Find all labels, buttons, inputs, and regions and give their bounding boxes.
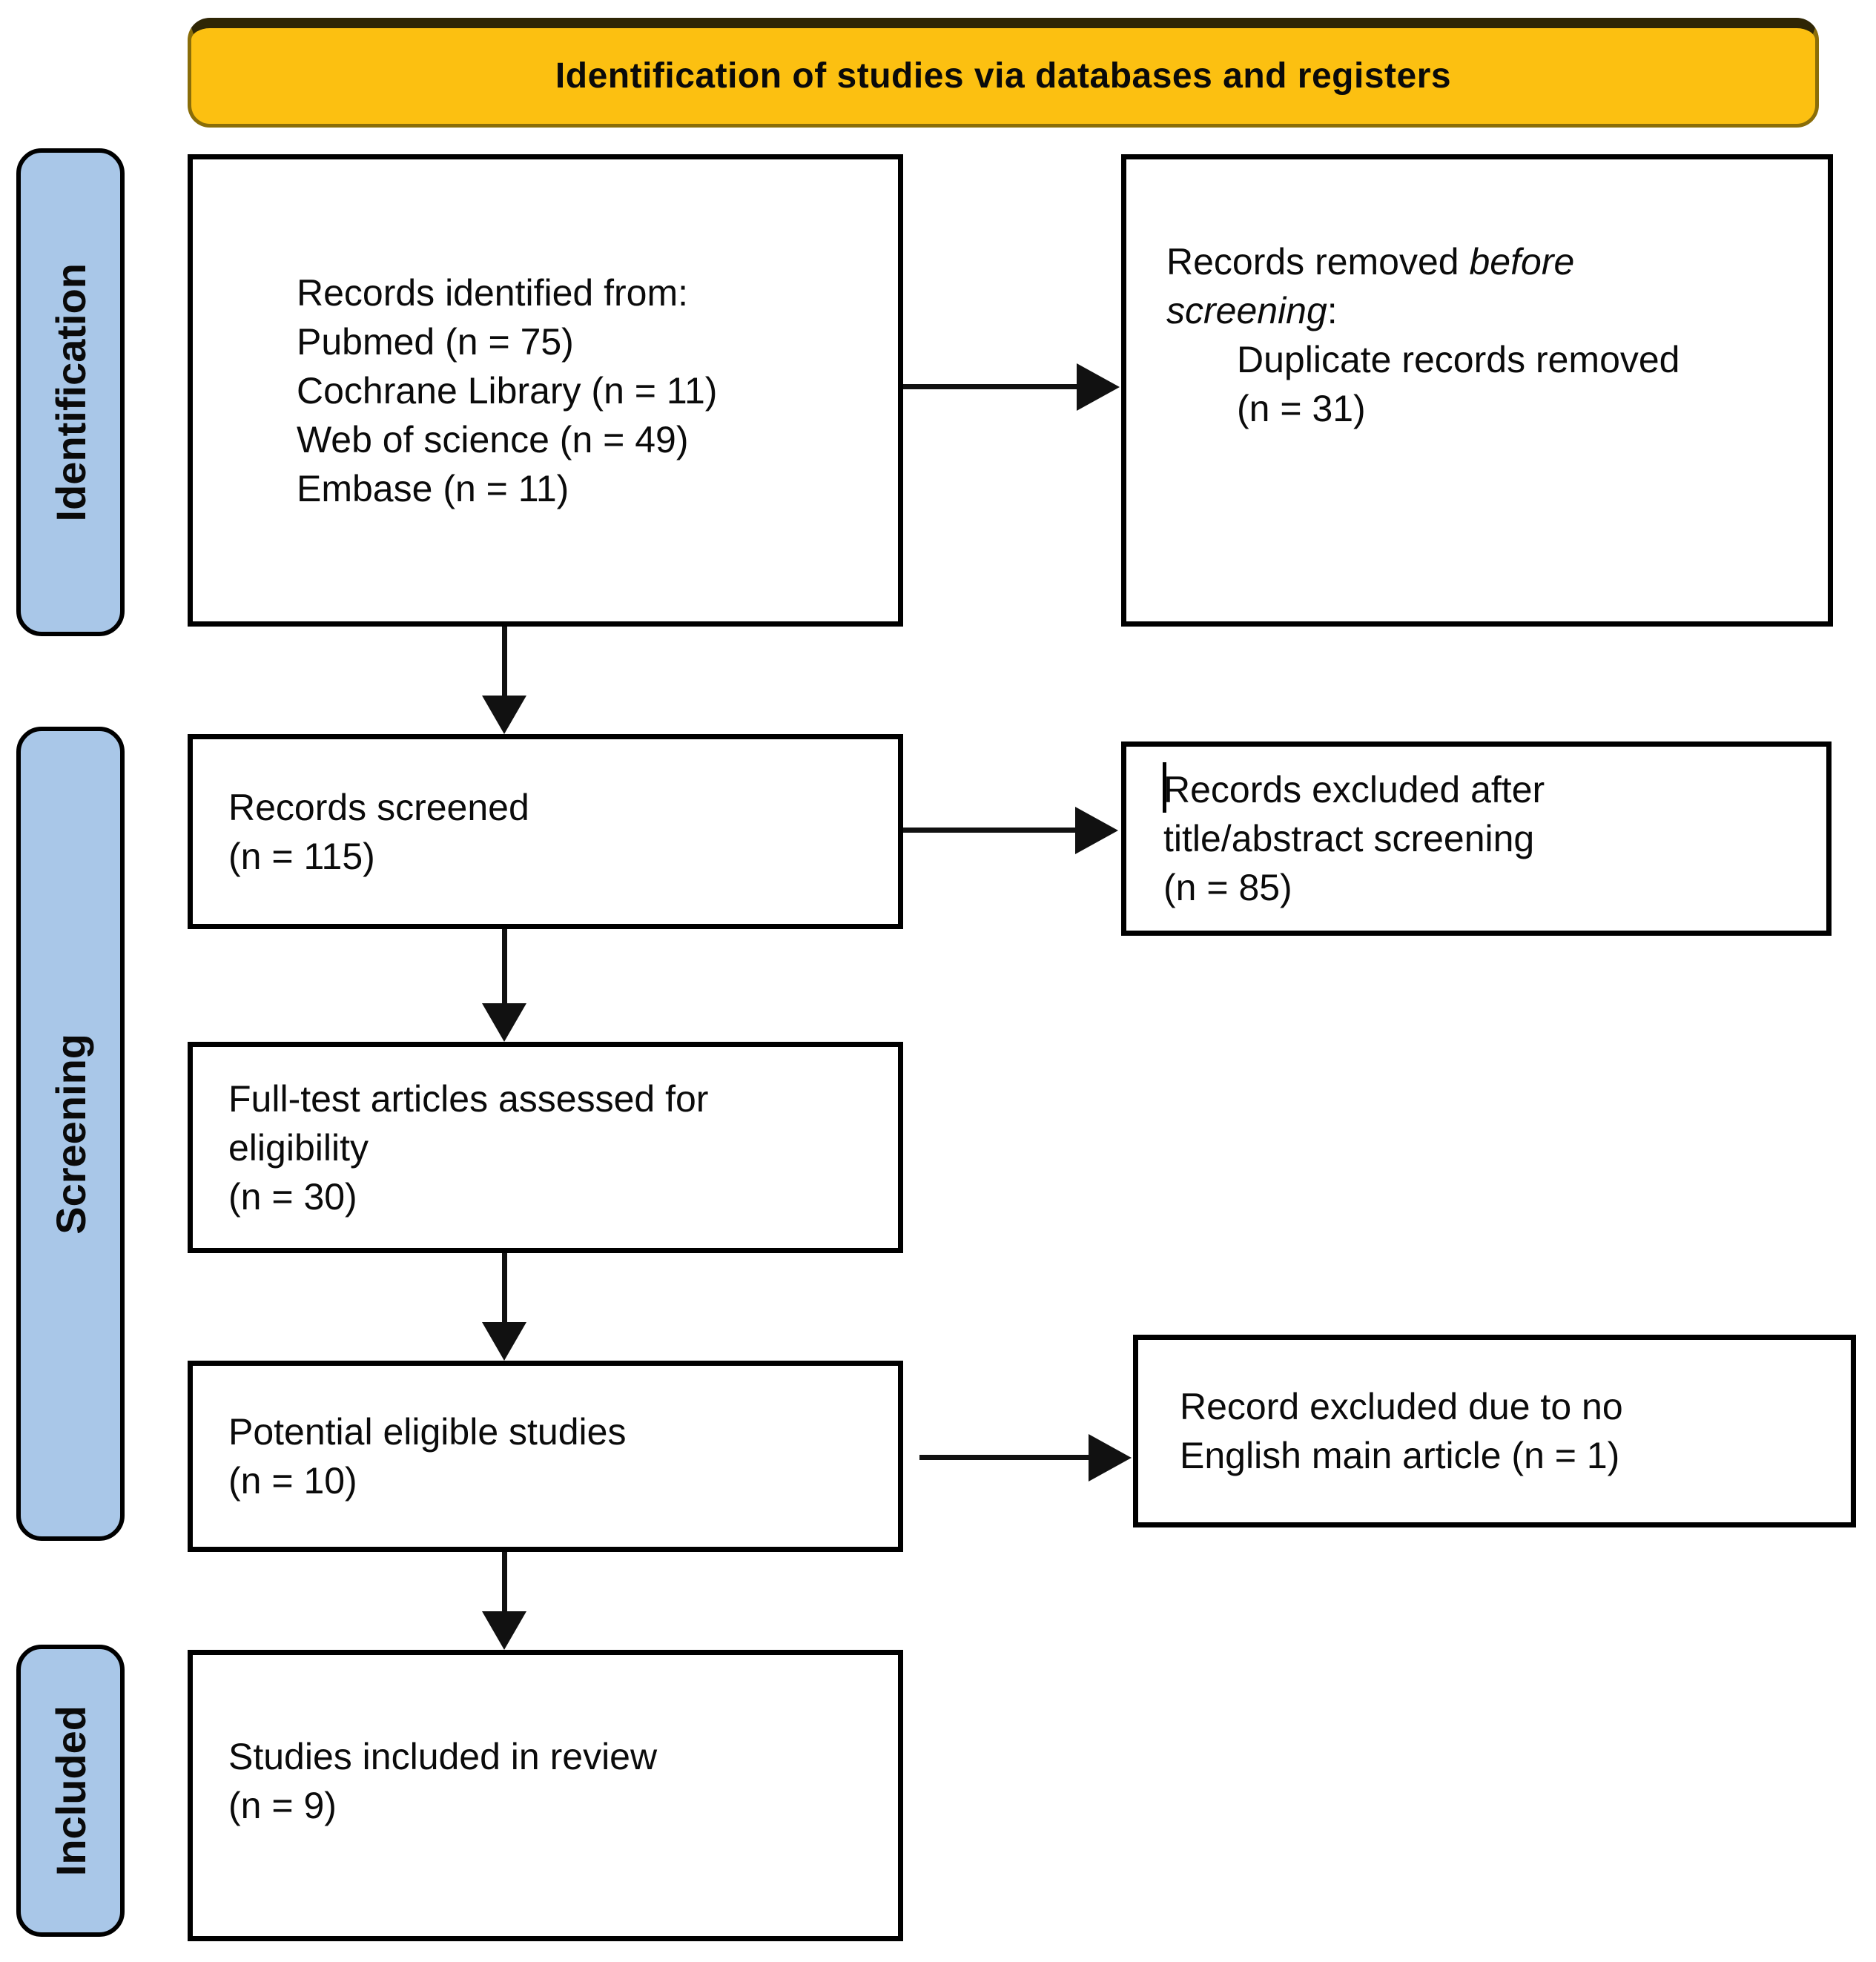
banner: Identification of studies via databases … <box>188 18 1819 128</box>
connector-line <box>903 828 1075 833</box>
phase-label-screening: Screening <box>16 727 125 1541</box>
box-records-identified-line: Pubmed (n = 75) <box>297 320 574 363</box>
arrowhead-down-icon <box>482 696 526 734</box>
box-studies-included: Studies included in review (n = 9) <box>188 1650 903 1941</box>
box-records-excluded-screening: Records excluded after title/abstract sc… <box>1121 741 1832 936</box>
phase-label-included: Included <box>16 1645 125 1937</box>
box-records-removed-line: (n = 31) <box>1237 387 1366 429</box>
arrowhead-down-icon <box>482 1003 526 1042</box>
box-fulltext-assessed-line: eligibility <box>228 1126 369 1169</box>
box-records-identified-line: Cochrane Library (n = 11) <box>297 369 718 412</box>
box-record-excluded-english-line: Record excluded due to no <box>1180 1386 1623 1427</box>
box-records-removed-italic: before <box>1469 240 1575 283</box>
arrowhead-right-icon <box>1075 807 1118 854</box>
box-potential-eligible-line: (n = 10) <box>228 1460 357 1502</box>
box-records-removed-text: : <box>1327 289 1338 331</box>
box-records-removed-line: Duplicate records removed <box>1237 338 1680 380</box>
box-records-identified-line: Embase (n = 11) <box>297 467 569 509</box>
box-records-identified-line: Web of science (n = 49) <box>297 418 689 460</box>
box-records-excluded-screening-line: (n = 85) <box>1163 867 1292 908</box>
box-fulltext-assessed-line: Full-test articles assessed for <box>228 1077 709 1120</box>
box-fulltext-assessed-line: (n = 30) <box>228 1175 357 1218</box>
box-records-screened: Records screened (n = 115) <box>188 734 903 929</box>
box-records-identified-line: Records identified from: <box>297 271 689 314</box>
box-records-screened-line: Records screened <box>228 786 529 828</box>
box-studies-included-line: (n = 9) <box>228 1784 337 1826</box>
text-cursor-artifact <box>1163 762 1166 813</box>
phase-label-screening-text: Screening <box>47 1033 94 1235</box>
box-records-removed: Records removed before screening: Duplic… <box>1121 154 1833 627</box>
box-record-excluded-english-line: English main article (n = 1) <box>1180 1435 1620 1476</box>
box-potential-eligible: Potential eligible studies (n = 10) <box>188 1361 903 1552</box>
box-records-screened-line: (n = 115) <box>228 835 375 877</box>
connector-line <box>502 1253 507 1322</box>
box-records-excluded-screening-line: title/abstract screening <box>1163 818 1535 859</box>
box-records-removed-line: screening: <box>1166 286 1828 335</box>
box-record-excluded-english: Record excluded due to no English main a… <box>1133 1335 1856 1527</box>
connector-line <box>502 1552 507 1611</box>
box-fulltext-assessed: Full-test articles assessed for eligibil… <box>188 1042 903 1253</box>
connector-line <box>502 627 507 696</box>
box-records-removed-line: Records removed before <box>1166 237 1828 286</box>
connector-line <box>502 929 507 1003</box>
box-records-identified: Records identified from: Pubmed (n = 75)… <box>188 154 903 627</box>
box-records-excluded-screening-line: Records excluded after <box>1163 769 1545 810</box>
arrowhead-right-icon <box>1089 1434 1132 1482</box>
arrowhead-down-icon <box>482 1611 526 1650</box>
arrowhead-down-icon <box>482 1322 526 1361</box>
connector-line <box>919 1455 1089 1460</box>
connector-line <box>903 384 1077 389</box>
banner-title: Identification of studies via databases … <box>555 56 1452 96</box>
box-records-removed-italic: screening <box>1166 289 1327 331</box>
phase-label-identification-text: Identification <box>47 262 94 522</box>
phase-label-identification: Identification <box>16 148 125 636</box>
phase-label-included-text: Included <box>47 1705 94 1877</box>
arrowhead-right-icon <box>1077 363 1120 411</box>
box-studies-included-line: Studies included in review <box>228 1735 658 1777</box>
box-records-removed-text: Records removed <box>1166 240 1470 283</box>
box-potential-eligible-line: Potential eligible studies <box>228 1411 627 1453</box>
